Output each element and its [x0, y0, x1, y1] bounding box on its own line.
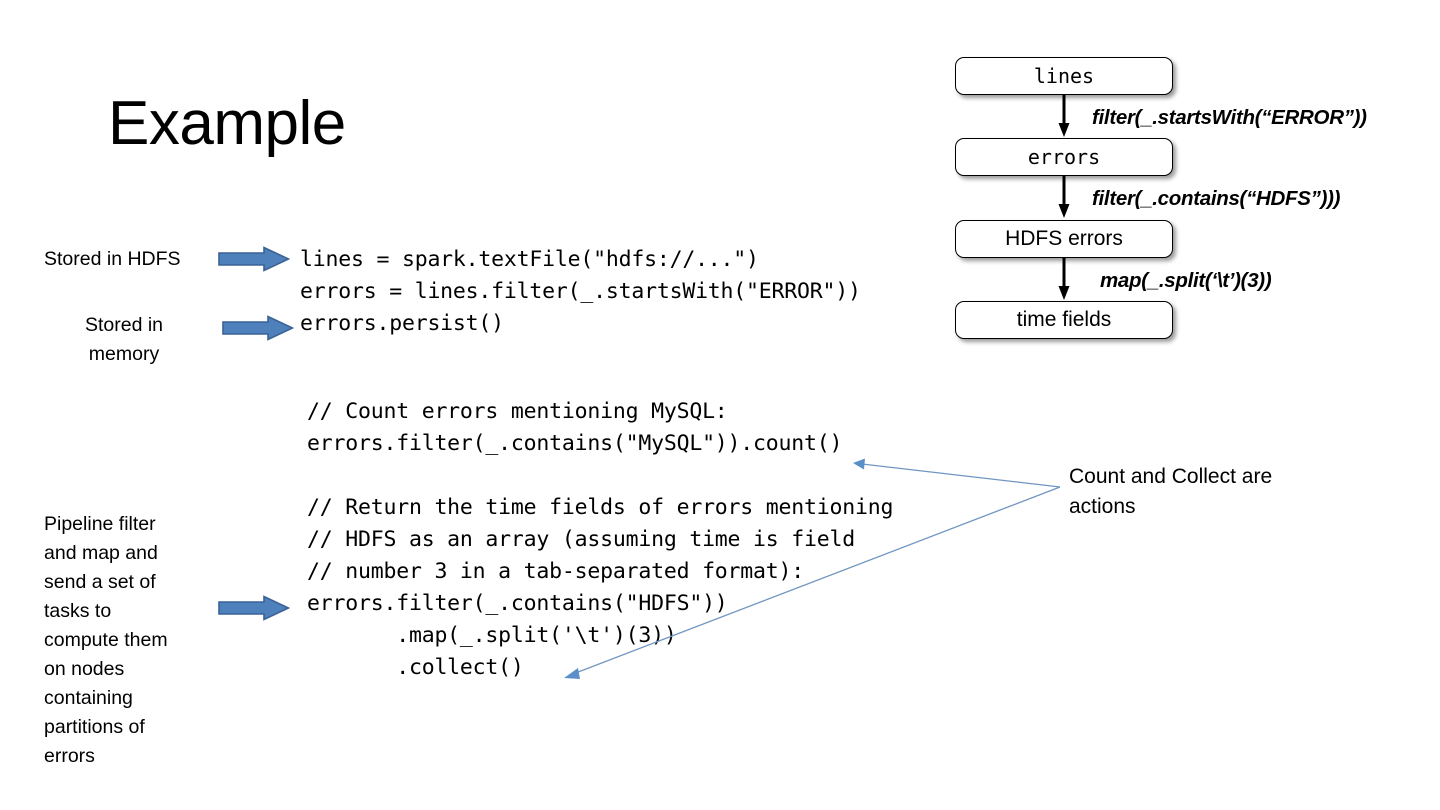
- lineage-diagram: lines errors HDFS errors time fields: [940, 45, 1440, 365]
- diagram-node-label: errors: [1027, 145, 1101, 169]
- block-arrow-icon-memory: [222, 315, 294, 341]
- diagram-node-errors: errors: [955, 138, 1173, 176]
- diagram-node-time-fields: time fields: [955, 301, 1173, 339]
- arrow-down-icon-1: [1057, 95, 1071, 138]
- label-pipeline-note: Pipeline filter and map and send a set o…: [44, 513, 168, 767]
- arrow-down-icon-3: [1057, 258, 1071, 301]
- arrow-down-icon-2: [1057, 176, 1071, 219]
- diagram-node-hdfs-errors: HDFS errors: [955, 220, 1173, 258]
- diagram-edge-label-3: map(_.split(‘\t’)(3)): [1100, 269, 1272, 292]
- diagram-edge-label-1: filter(_.startsWith(“ERROR”)): [1092, 106, 1367, 129]
- diagram-node-lines: lines: [955, 57, 1173, 95]
- diagram-edge-label-2: filter(_.contains(“HDFS”))): [1092, 187, 1341, 210]
- label-actions-note: Count and Collect are actions: [1069, 465, 1273, 518]
- diagram-node-label: HDFS errors: [1005, 227, 1123, 250]
- block-arrow-icon-pipeline: [218, 595, 290, 621]
- block-arrow-icon-hdfs: [218, 246, 290, 272]
- diagram-node-label: lines: [1033, 64, 1095, 88]
- label-stored-in-hdfs: Stored in HDFS: [44, 248, 181, 270]
- diagram-node-label: time fields: [1016, 308, 1112, 331]
- code-block-top: lines = spark.textFile("hdfs://...") err…: [300, 247, 861, 336]
- label-stored-in-memory: Stored in memory: [84, 314, 164, 365]
- code-block-bottom: // Count errors mentioning MySQL: errors…: [307, 399, 894, 680]
- page-title: Example: [108, 89, 346, 158]
